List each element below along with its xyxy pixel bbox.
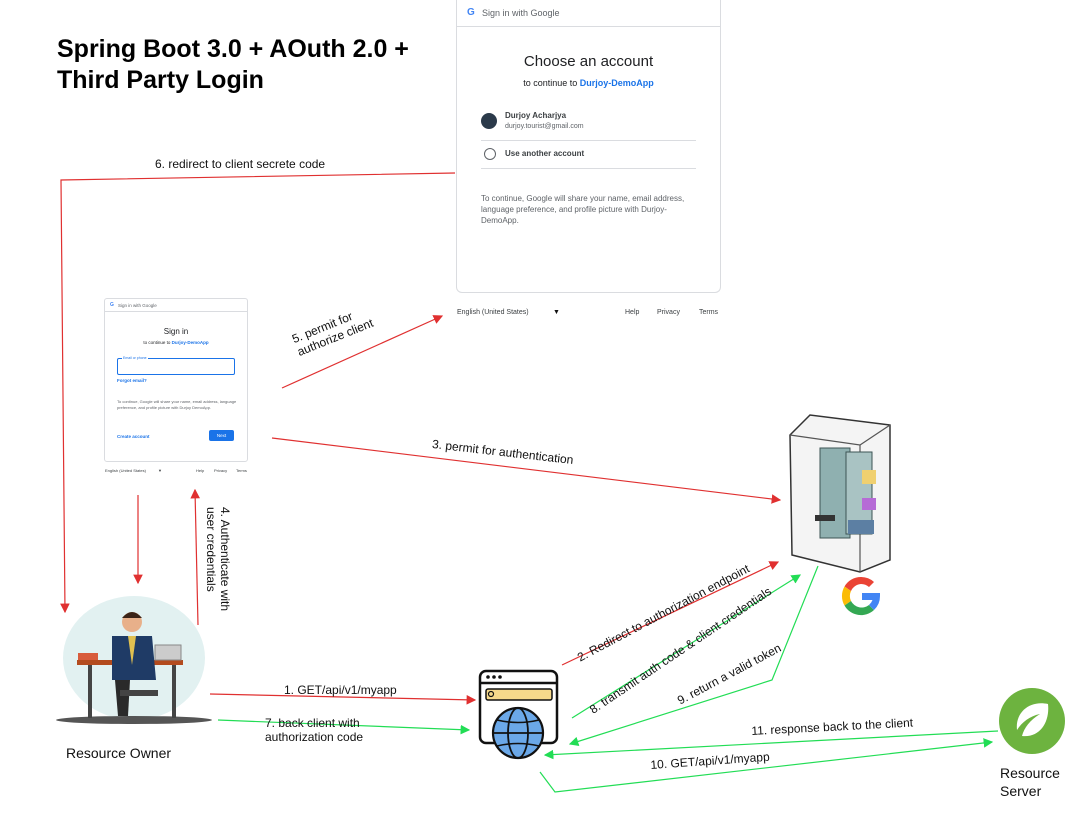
arrow-4-authenticate [190,488,200,626]
account-email: durjoy.tourist@gmail.com [505,123,584,130]
spring-logo-icon [999,688,1065,754]
signin-terms-link[interactable]: Terms [236,468,247,473]
signin-card-header: G Sign in with Google [105,299,247,312]
account-name: Durjoy Acharjya [505,111,567,120]
resource-server-label: Resource Server [1000,764,1060,800]
google-card-header-text: Sign in with Google [482,8,560,18]
google-card-privacy-link[interactable]: Privacy [657,309,680,316]
title-line-1: Spring Boot 3.0 + AOuth 2.0 + [57,35,409,63]
chevron-down-icon[interactable]: ▼ [553,309,560,316]
account-option[interactable]: Durjoy Acharjya durjoy.tourist@gmail.com [481,108,696,141]
google-share-note: To continue, Google will share your name… [481,194,685,225]
signin-card-header-text: Sign in with Google [118,302,157,308]
email-field[interactable]: Email or phone [117,356,235,375]
arrow-8-transmit [571,574,802,719]
arrow-5-permit-authorize [281,315,444,389]
google-g-small-icon: G [110,302,114,308]
step-4-line-2: user credentials [204,507,218,592]
email-field-label: Email or phone [122,356,148,360]
signin-share-note: To continue, Google will share your name… [117,399,237,410]
signin-help-link[interactable]: Help [196,468,205,473]
signin-subtitle-prefix: to continue to [143,340,171,345]
use-another-account-label: Use another account [505,149,585,158]
create-account-link[interactable]: Create account [117,434,150,439]
browser-client-icon [478,669,559,760]
signin-heading: Sign in [163,327,189,336]
arrow-7-back-client [217,719,471,735]
title-line-2: Third Party Login [57,66,264,94]
use-another-account-option[interactable]: Use another account [481,142,696,169]
arrow-10-get [539,738,994,793]
arrow-6-redirect [60,172,456,614]
step-4-line-1: 4. Authenticate with [218,507,232,612]
google-card-terms-link[interactable]: Terms [699,309,719,316]
signin-chevron-down-icon[interactable]: ▼ [158,468,162,473]
resource-owner-illustration [56,596,212,724]
google-signin-card: G Sign in with Google Sign in to continu… [104,298,248,462]
next-button[interactable]: Next [209,430,234,441]
signin-language[interactable]: English (United States) [105,468,146,473]
arrow-11-response [543,730,999,760]
step-1-label: 1. GET/api/v1/myapp [284,683,397,697]
arrow-9-return-token [568,565,819,747]
resource-server-line-1: Resource [1000,765,1060,781]
step-7-line-2: authorization code [265,730,364,744]
resource-server-line-2: Server [1000,783,1042,799]
subtitle-prefix: to continue to [523,78,578,88]
resource-owner-label: Resource Owner [66,745,172,761]
signin-app-name[interactable]: Durjoy-DemoApp [171,340,209,345]
step-7-label: 7. back client with authorization code [265,716,363,744]
google-account-chooser: G Sign in with Google Choose an account … [456,0,721,293]
signin-subtitle: to continue to Durjoy-DemoApp [105,340,247,345]
step-4-label: 4. Authenticate with user credentials [204,507,232,611]
choose-account-heading: Choose an account [523,53,654,70]
google-g-icon: G [467,7,475,18]
app-name-link[interactable]: Durjoy-DemoApp [579,78,654,88]
forgot-email-link[interactable]: Forgot email? [117,378,147,383]
google-card-language[interactable]: English (United States) [457,309,529,316]
arrow-3-permit-authentication [271,437,782,504]
google-card-header: G Sign in with Google [457,0,720,27]
arrow-2-redirect-auth [561,561,780,666]
person-circle-icon [484,148,496,160]
avatar [481,113,497,129]
google-card-help-link[interactable]: Help [625,309,640,316]
signin-privacy-link[interactable]: Privacy [214,468,228,473]
choose-account-subtitle: to continue to Durjoy-DemoApp [457,78,720,88]
arrow-1-get [209,693,477,705]
step-6-label: 6. redirect to client secrete code [155,157,326,171]
google-server-icon [789,414,891,573]
diagram-title: Spring Boot 3.0 + AOuth 2.0 + Third Part… [57,34,409,96]
step-7-line-1: 7. back client with [265,716,360,730]
google-logo-icon [841,576,881,616]
